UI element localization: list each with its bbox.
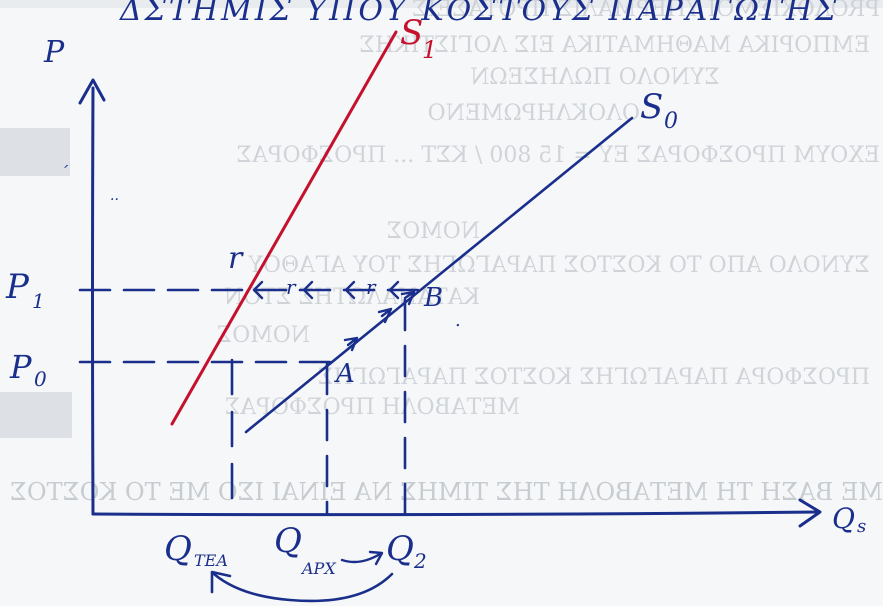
p1-subscript: 1 [32, 289, 45, 313]
q-tea-label: Q [164, 529, 192, 569]
vertical-axis-arrow [78, 78, 106, 105]
bleed-line: ΜΕ ΒΑΣΗ ΤΗ ΜΕΤΑΒΟΛΗ ΤΗΣ ΤΙΜΗΣ ΝΑ ΕΙΝΑΙ Ι… [10, 478, 883, 506]
movement-arrows-left [252, 280, 400, 300]
arrow-mark [400, 290, 416, 306]
point-b-label: B [423, 283, 443, 313]
q-apx-to-q2-arrowhead [368, 550, 384, 566]
bleed-line: ΟΛΟΚΛΗΡΩΜΕΝΟ [428, 101, 640, 126]
bleed-block [0, 392, 72, 438]
price-axis-label: P [43, 35, 65, 70]
q2-to-q-tea-curve [212, 572, 394, 603]
arrow-mark [252, 280, 264, 300]
movement-arrows-up [343, 290, 416, 352]
bleed-block [0, 0, 883, 8]
p1-label: P [5, 267, 30, 307]
bleed-line: ΝΟΜΟΣ [217, 323, 310, 348]
bleed-line: ΕΧΟΥΜ ΠΡΟΣΦΟΡΑΣ ΕΥ = 15 800 / ΚΣΤ ... ΠΡ… [236, 143, 880, 168]
bleed-line: ΣΥΝΟΛΟ ΑΠΟ ΤΟ ΚΟΣΤΟΣ ΠΑΡΑΓΩΓΗΣ ΤΟΥ ΑΓΑΘΟ… [248, 253, 870, 278]
q-apx-to-q2-arrow [340, 552, 382, 564]
bleed-line: ΡRΟΛΟΧΙΣΜΟΙ ΥΠΕΡΜΑΛΙΣ ΠΡΟΤΑΣΕΙΣ [412, 0, 880, 22]
s0-supply-line [244, 116, 634, 434]
s1-supply-line [170, 30, 398, 426]
r-mark: r [286, 275, 297, 299]
stray-mark: ˊ [60, 163, 69, 182]
q-apx-subscript: ΑΡΧ [300, 559, 336, 578]
bleed-line: ΜΕΤΑΒΟΛΗ ΠΡΟΣΦΟΡΑΣ [225, 395, 520, 420]
q-apx-label: Q [274, 521, 302, 561]
s0-subscript: 0 [664, 109, 678, 134]
horizontal-axis-arrow [798, 498, 822, 528]
bleed-through-text: ΡRΟΛΟΧΙΣΜΟΙ ΥΠΕΡΜΑΛΙΣ ΠΡΟΤΑΣΕΙΣ ΕΜΠΟΡΙΚΑ… [10, 0, 883, 506]
s1-subscript: 1 [422, 36, 437, 64]
r-mark: r [228, 241, 244, 276]
quantity-axis-suffix: s [857, 516, 866, 537]
bleed-block [0, 128, 70, 176]
stray-mark: .. [110, 188, 119, 204]
p0-label: P [9, 348, 32, 386]
q-tea-subscript: ΤΕΑ [194, 551, 228, 570]
bleed-line: ΝΟΜΟΣ [387, 219, 480, 244]
point-a-label: A [334, 359, 355, 389]
arrow-mark [302, 280, 314, 300]
stray-mark: . [455, 310, 461, 331]
axes [78, 78, 822, 528]
bleed-line: ΠΡΟΣΦΟΡΑ ΠΑΡΑΓΩΓΗΣ ΚΟΣΤΟΣ ΠΑΡΑΓΩΓΗΣ [318, 365, 870, 390]
q2-label: Q [386, 529, 414, 569]
q2-to-q-tea-arrowhead [210, 570, 232, 594]
quantity-axis-label: Q [832, 502, 855, 535]
p0-subscript: 0 [34, 367, 47, 391]
horizontal-axis [91, 510, 820, 517]
vertical-axis [91, 86, 95, 516]
r-mark: r [366, 275, 377, 299]
arrow-mark [388, 280, 400, 300]
q2-subscript: 2 [413, 549, 427, 573]
bleed-line: ΣΥΝΟΛΟ ΠΩΛΗΣΕΩΝ [470, 65, 720, 90]
bleed-line: ΕΜΠΟΡΙΚΑ ΜΑΘΗΜΑΤΙΚΑ ΕΙΣ ΛΟΓΙΣΤΙΚΗΣ [359, 33, 870, 58]
s0-label: S [640, 87, 663, 127]
arrow-mark [377, 307, 393, 324]
heading-scribble: ΔΣΤΗΜΙΣ ΥΠΟΥ ΚΟΣΤΟΥΣ ΠΑΡΑΓΩΓΗΣ [119, 0, 839, 28]
arrow-mark [343, 336, 359, 352]
arrow-mark [344, 280, 356, 300]
s1-label: S [400, 13, 423, 53]
